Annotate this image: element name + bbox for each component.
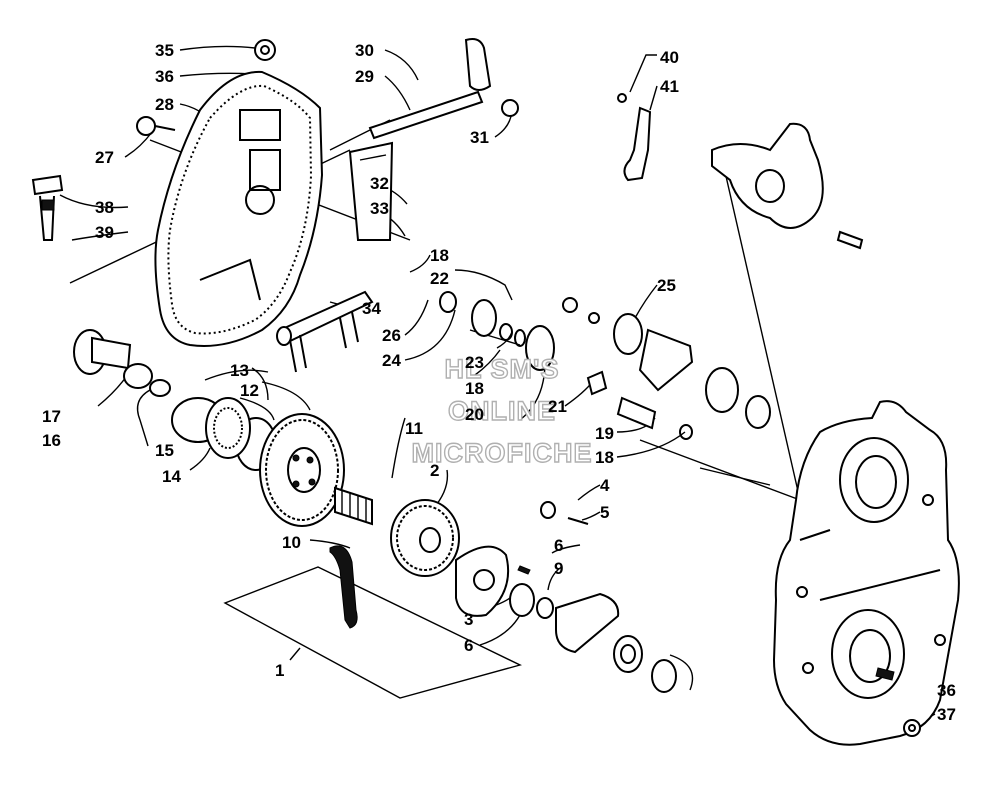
callout-1: 1 <box>275 661 284 680</box>
callout-19: 19 <box>595 424 614 443</box>
callout-28: 28 <box>155 95 174 114</box>
watermark: HL SM'S ONLINE MICROFICHE <box>411 353 593 468</box>
watermark-line-1: HL SM'S <box>445 354 560 384</box>
splined-hub-11 <box>334 486 373 526</box>
callout-4: 4 <box>600 476 610 495</box>
callout-36-right: 36 <box>937 681 956 700</box>
tube-34 <box>276 290 374 373</box>
callout-29: 29 <box>355 67 374 86</box>
drain-plug <box>31 174 64 241</box>
callout-21: 21 <box>548 397 567 416</box>
drive-chain <box>329 545 358 629</box>
callout-39: 39 <box>95 223 114 242</box>
gear-2 <box>390 499 460 577</box>
callout-25: 25 <box>657 276 676 295</box>
callout-11: 11 <box>405 419 423 438</box>
callout-6-lower: 6 <box>464 636 473 655</box>
callout-30: 30 <box>355 41 374 60</box>
bolt-27 <box>136 116 176 136</box>
watermark-line-2: ONLINE <box>448 396 556 426</box>
chaincase-cover <box>154 70 324 347</box>
shaft-flange <box>73 329 171 397</box>
callout-31: 31 <box>470 128 489 147</box>
callout-24: 24 <box>382 351 401 370</box>
bearing-plate <box>555 592 677 693</box>
plate-3 <box>455 545 510 617</box>
callout-17: 17 <box>42 407 61 426</box>
callout-38: 38 <box>95 198 114 217</box>
callout-27: 27 <box>95 148 114 167</box>
callout-12: 12 <box>240 381 259 400</box>
callout-35: 35 <box>155 41 174 60</box>
callout-10: 10 <box>282 533 301 552</box>
callout-37: 37 <box>937 705 956 724</box>
callout-34: 34 <box>362 299 381 318</box>
watermark-line-3: MICROFICHE <box>412 438 593 468</box>
callout-32: 32 <box>370 174 389 193</box>
gear-8 <box>509 583 554 619</box>
callout-23: 23 <box>465 353 484 372</box>
callout-5: 5 <box>600 503 609 522</box>
gear-25-assembly <box>562 297 771 429</box>
callout-9: 9 <box>554 559 563 578</box>
callout-15: 15 <box>155 441 174 460</box>
callout-26: 26 <box>382 326 401 345</box>
callout-3: 3 <box>464 610 473 629</box>
callout-41: 41 <box>660 77 679 96</box>
callout-33: 33 <box>370 199 389 218</box>
gearcase-housing <box>772 400 960 746</box>
callout-14: 14 <box>162 467 181 486</box>
callout-16: 16 <box>42 431 61 450</box>
idler-gears <box>439 291 555 371</box>
callout-18-top: 18 <box>430 246 449 265</box>
callout-18-low: 18 <box>595 448 614 467</box>
nut-37 <box>903 719 921 737</box>
callout-labels: 35 36 28 27 30 29 31 40 41 32 33 38 39 1… <box>42 41 956 724</box>
callout-22: 22 <box>430 269 449 288</box>
spacers <box>586 370 693 440</box>
callout-40: 40 <box>660 48 679 67</box>
sprocket-12 <box>259 413 345 527</box>
assembly-bracket <box>223 566 522 699</box>
callout-2: 2 <box>430 461 439 480</box>
callout-18-mid: 18 <box>465 379 484 398</box>
cover-plate <box>348 141 394 241</box>
bevel-gear-14 <box>205 397 251 459</box>
shift-shaft <box>368 38 519 140</box>
nut-35 <box>254 39 276 61</box>
shift-lever <box>617 93 864 250</box>
callout-6-upper: 6 <box>554 536 563 555</box>
callout-36: 36 <box>155 67 174 86</box>
small-fasteners <box>517 501 589 575</box>
callout-13: 13 <box>230 361 249 380</box>
callout-20: 20 <box>465 405 484 424</box>
